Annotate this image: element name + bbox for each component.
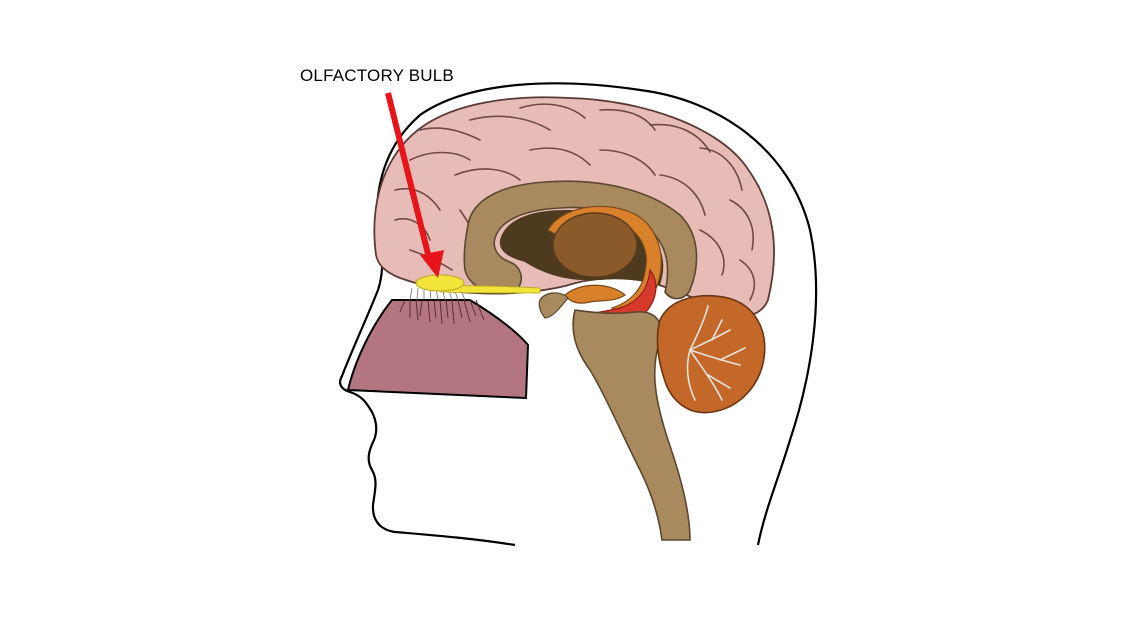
thalamus: [552, 212, 638, 278]
cerebellum: [656, 295, 766, 414]
olfactory-bulb-label: OLFACTORY BULB: [300, 66, 454, 85]
nasal-cavity: [346, 299, 530, 400]
hippocampus: [564, 284, 626, 304]
olfactory-bulb: [415, 274, 465, 292]
brainstem: [572, 309, 691, 541]
red-pointer-arrow-icon: [385, 92, 444, 278]
olfactory-nerves: [399, 299, 485, 325]
pituitary-region: [538, 292, 569, 319]
arbor-vitae: [686, 305, 746, 401]
olfactory-tract: [439, 284, 541, 294]
